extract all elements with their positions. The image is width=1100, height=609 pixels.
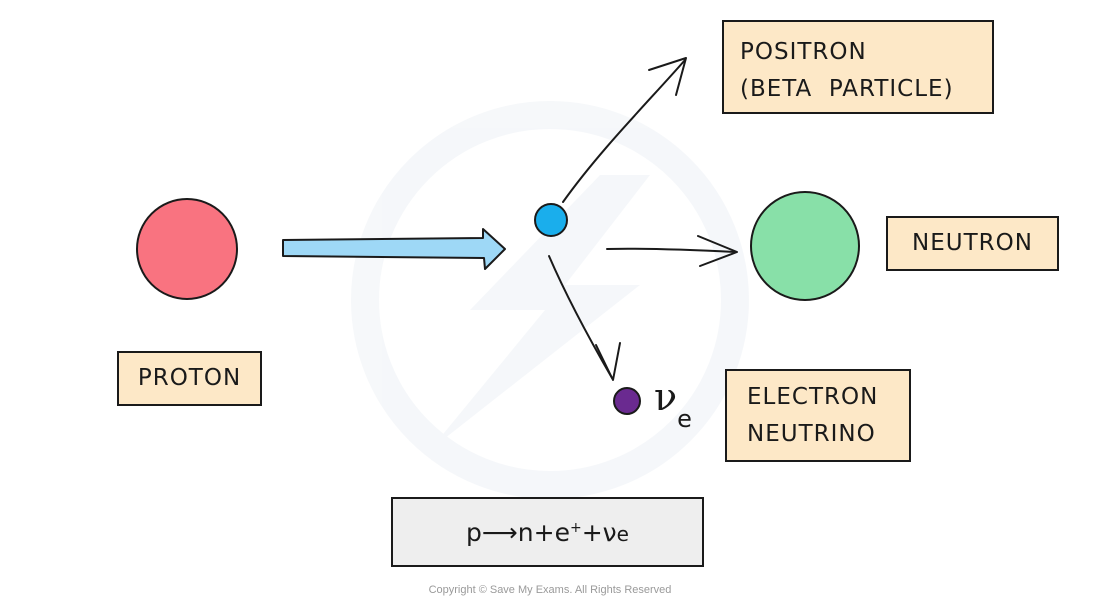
neutron-label: NEUTRON bbox=[886, 216, 1059, 271]
neutrino-arrow bbox=[548, 255, 621, 381]
copyright-notice: Copyright © Save My Exams. All Rights Re… bbox=[428, 584, 672, 596]
neutron-particle bbox=[750, 191, 860, 301]
eq-positron: e bbox=[554, 517, 570, 547]
eq-proton: p bbox=[466, 517, 482, 547]
nu-glyph: ν bbox=[654, 375, 678, 419]
nu-subscript: e bbox=[677, 404, 692, 433]
eq-plus-2: + bbox=[581, 517, 603, 547]
eq-positron-charge: + bbox=[569, 520, 582, 536]
neutrino-symbol: νe bbox=[654, 375, 692, 431]
neutrino-particle bbox=[613, 387, 641, 415]
neutron-label-text: NEUTRON bbox=[912, 230, 1033, 257]
eq-neutron: n bbox=[517, 517, 534, 547]
eq-arrow: ⟶ bbox=[481, 517, 518, 547]
neutrino-label-line2: NEUTRINO bbox=[747, 420, 876, 447]
proton-label: PROTON bbox=[117, 351, 262, 406]
decay-arrow bbox=[282, 228, 506, 270]
electron-neutrino-label: ELECTRON NEUTRINO bbox=[725, 369, 911, 462]
eq-plus-1: + bbox=[533, 517, 555, 547]
eq-neutrino: ν bbox=[602, 517, 617, 547]
watermark-logo bbox=[351, 101, 749, 499]
positron-label-line2: (BETA PARTICLE) bbox=[740, 75, 954, 102]
positron-label-line1: POSITRON bbox=[740, 39, 867, 65]
neutrino-label-line1: ELECTRON bbox=[747, 384, 879, 410]
proton-particle bbox=[136, 198, 238, 300]
positron-label: POSITRON (BETA PARTICLE) bbox=[722, 20, 994, 114]
positron-particle bbox=[534, 203, 568, 237]
neutron-arrow bbox=[606, 235, 738, 267]
positron-arrow bbox=[562, 57, 687, 203]
proton-label-text: PROTON bbox=[137, 365, 242, 392]
eq-neutrino-subscript: e bbox=[616, 522, 629, 546]
